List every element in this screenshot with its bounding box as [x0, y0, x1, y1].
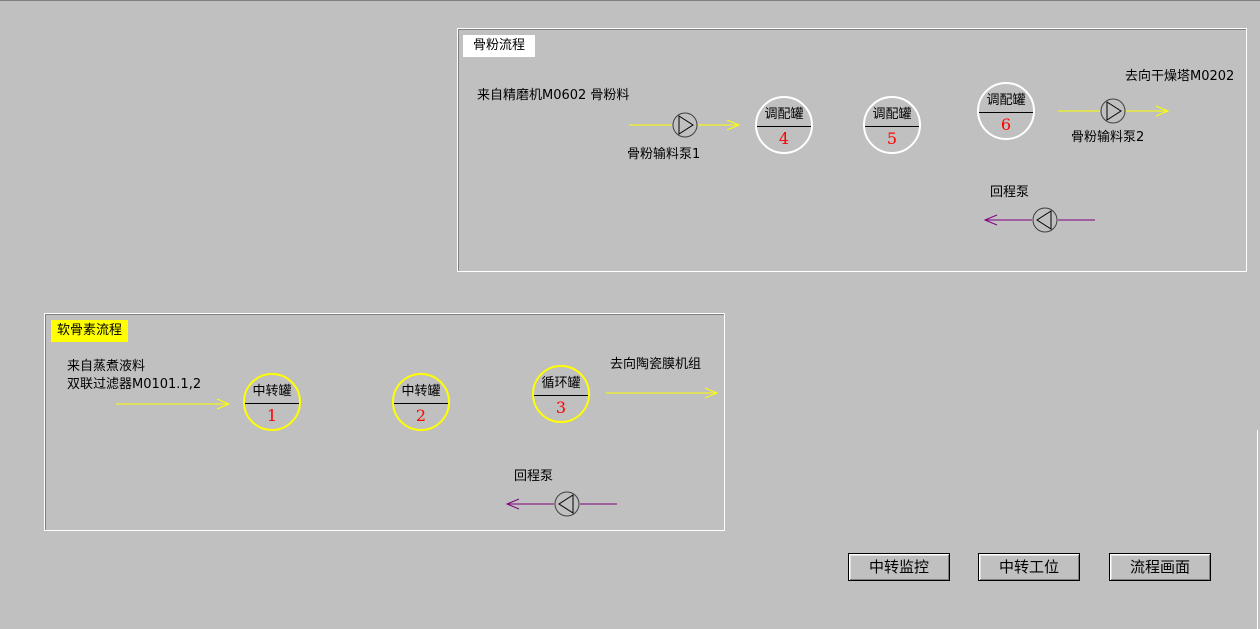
transfer-station-button[interactable]: 中转工位	[978, 553, 1080, 581]
pump-1-icon[interactable]	[672, 112, 698, 138]
tank-number: 2	[415, 406, 427, 425]
chondroitin-return-pump-label: 回程泵	[514, 469, 554, 484]
tank-number: 6	[1000, 115, 1012, 134]
blending-tank-4[interactable]: 调配罐 4	[755, 96, 813, 154]
tank-number: 5	[886, 129, 898, 148]
bone-pump2-label: 骨粉输料泵2	[1071, 130, 1145, 145]
tank-divider	[534, 395, 588, 396]
blending-tank-5[interactable]: 调配罐 5	[863, 96, 921, 154]
chondroitin-panel-title: 软骨素流程	[51, 320, 129, 342]
tank-name: 调配罐	[764, 107, 804, 122]
tank-number: 3	[555, 398, 567, 417]
chondroitin-outlet-flow-line	[606, 387, 719, 399]
bone-inlet-flow-line	[629, 119, 741, 131]
tank-divider	[394, 403, 448, 404]
process-screen-button[interactable]: 流程画面	[1109, 553, 1211, 581]
window-top-edge	[0, 0, 1260, 1]
tank-name: 调配罐	[986, 93, 1026, 108]
tank-divider	[865, 126, 919, 127]
tank-number: 1	[266, 406, 278, 425]
bone-powder-panel-title: 骨粉流程	[463, 35, 536, 57]
bone-return-pump-icon[interactable]	[1032, 207, 1058, 233]
circulation-tank-3[interactable]: 循环罐 3	[532, 365, 590, 423]
bone-return-flow-line	[983, 214, 1095, 226]
chondroitin-source-label-line2: 双联过滤器M0101.1,2	[67, 377, 202, 392]
tank-divider	[979, 112, 1033, 113]
chondroitin-inlet-flow-line	[116, 398, 231, 410]
transfer-tank-2[interactable]: 中转罐 2	[392, 373, 450, 431]
bone-powder-panel	[457, 28, 1247, 272]
transfer-tank-1[interactable]: 中转罐 1	[243, 373, 301, 431]
tank-name: 中转罐	[401, 384, 441, 399]
bone-source-label: 来自精磨机M0602 骨粉料	[477, 88, 630, 103]
tank-divider	[245, 403, 299, 404]
transfer-monitor-button[interactable]: 中转监控	[848, 553, 950, 581]
chondroitin-destination-label: 去向陶瓷膜机组	[610, 357, 702, 372]
chondroitin-return-pump-icon[interactable]	[554, 491, 580, 517]
pump-2-icon[interactable]	[1100, 98, 1126, 124]
tank-name: 调配罐	[872, 107, 912, 122]
bone-outlet-flow-line	[1058, 105, 1170, 117]
bone-destination-label: 去向干燥塔M0202	[1125, 69, 1235, 84]
blending-tank-6[interactable]: 调配罐 6	[977, 82, 1035, 140]
bone-return-pump-label: 回程泵	[990, 185, 1030, 200]
chondroitin-source-label-line1: 来自蒸煮液料	[67, 359, 146, 374]
chondroitin-return-flow-line	[505, 498, 617, 510]
window-right-edge	[1257, 430, 1258, 629]
tank-divider	[757, 126, 811, 127]
tank-name: 中转罐	[252, 384, 292, 399]
tank-number: 4	[778, 129, 790, 148]
tank-name: 循环罐	[541, 376, 581, 391]
chondroitin-panel	[44, 313, 725, 531]
bone-pump1-label: 骨粉输料泵1	[627, 147, 701, 162]
